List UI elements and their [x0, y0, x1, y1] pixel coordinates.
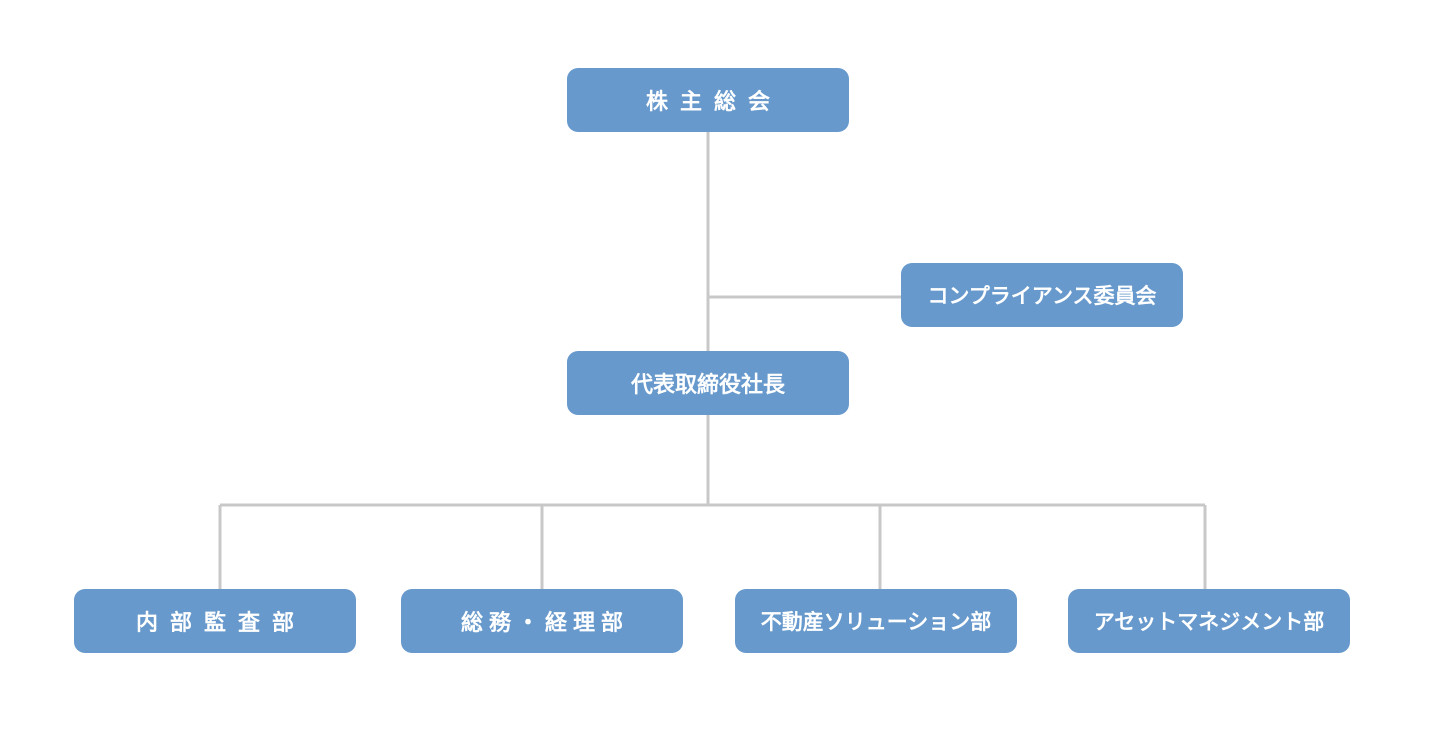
- node-label: コンプライアンス委員会: [927, 284, 1157, 308]
- node-label: アセットマネジメント部: [1093, 610, 1325, 634]
- node-shareholders-meeting: 株主総会: [567, 68, 849, 132]
- node-president-ceo: 代表取締役社長: [567, 351, 849, 415]
- node-label: 総務・経理部: [460, 611, 629, 636]
- node-internal-audit: 内部監査部: [74, 589, 356, 653]
- node-label: 代表取締役社長: [630, 373, 785, 398]
- node-asset-management: アセットマネジメント部: [1068, 589, 1350, 653]
- node-label: 不動産ソリューション部: [760, 610, 992, 634]
- node-real-estate-solutions: 不動産ソリューション部: [735, 589, 1017, 653]
- node-compliance-committee: コンプライアンス委員会: [901, 263, 1183, 327]
- node-label: 内部監査部: [135, 611, 306, 636]
- node-label: 株主総会: [645, 90, 782, 115]
- node-general-accounting: 総務・経理部: [401, 589, 683, 653]
